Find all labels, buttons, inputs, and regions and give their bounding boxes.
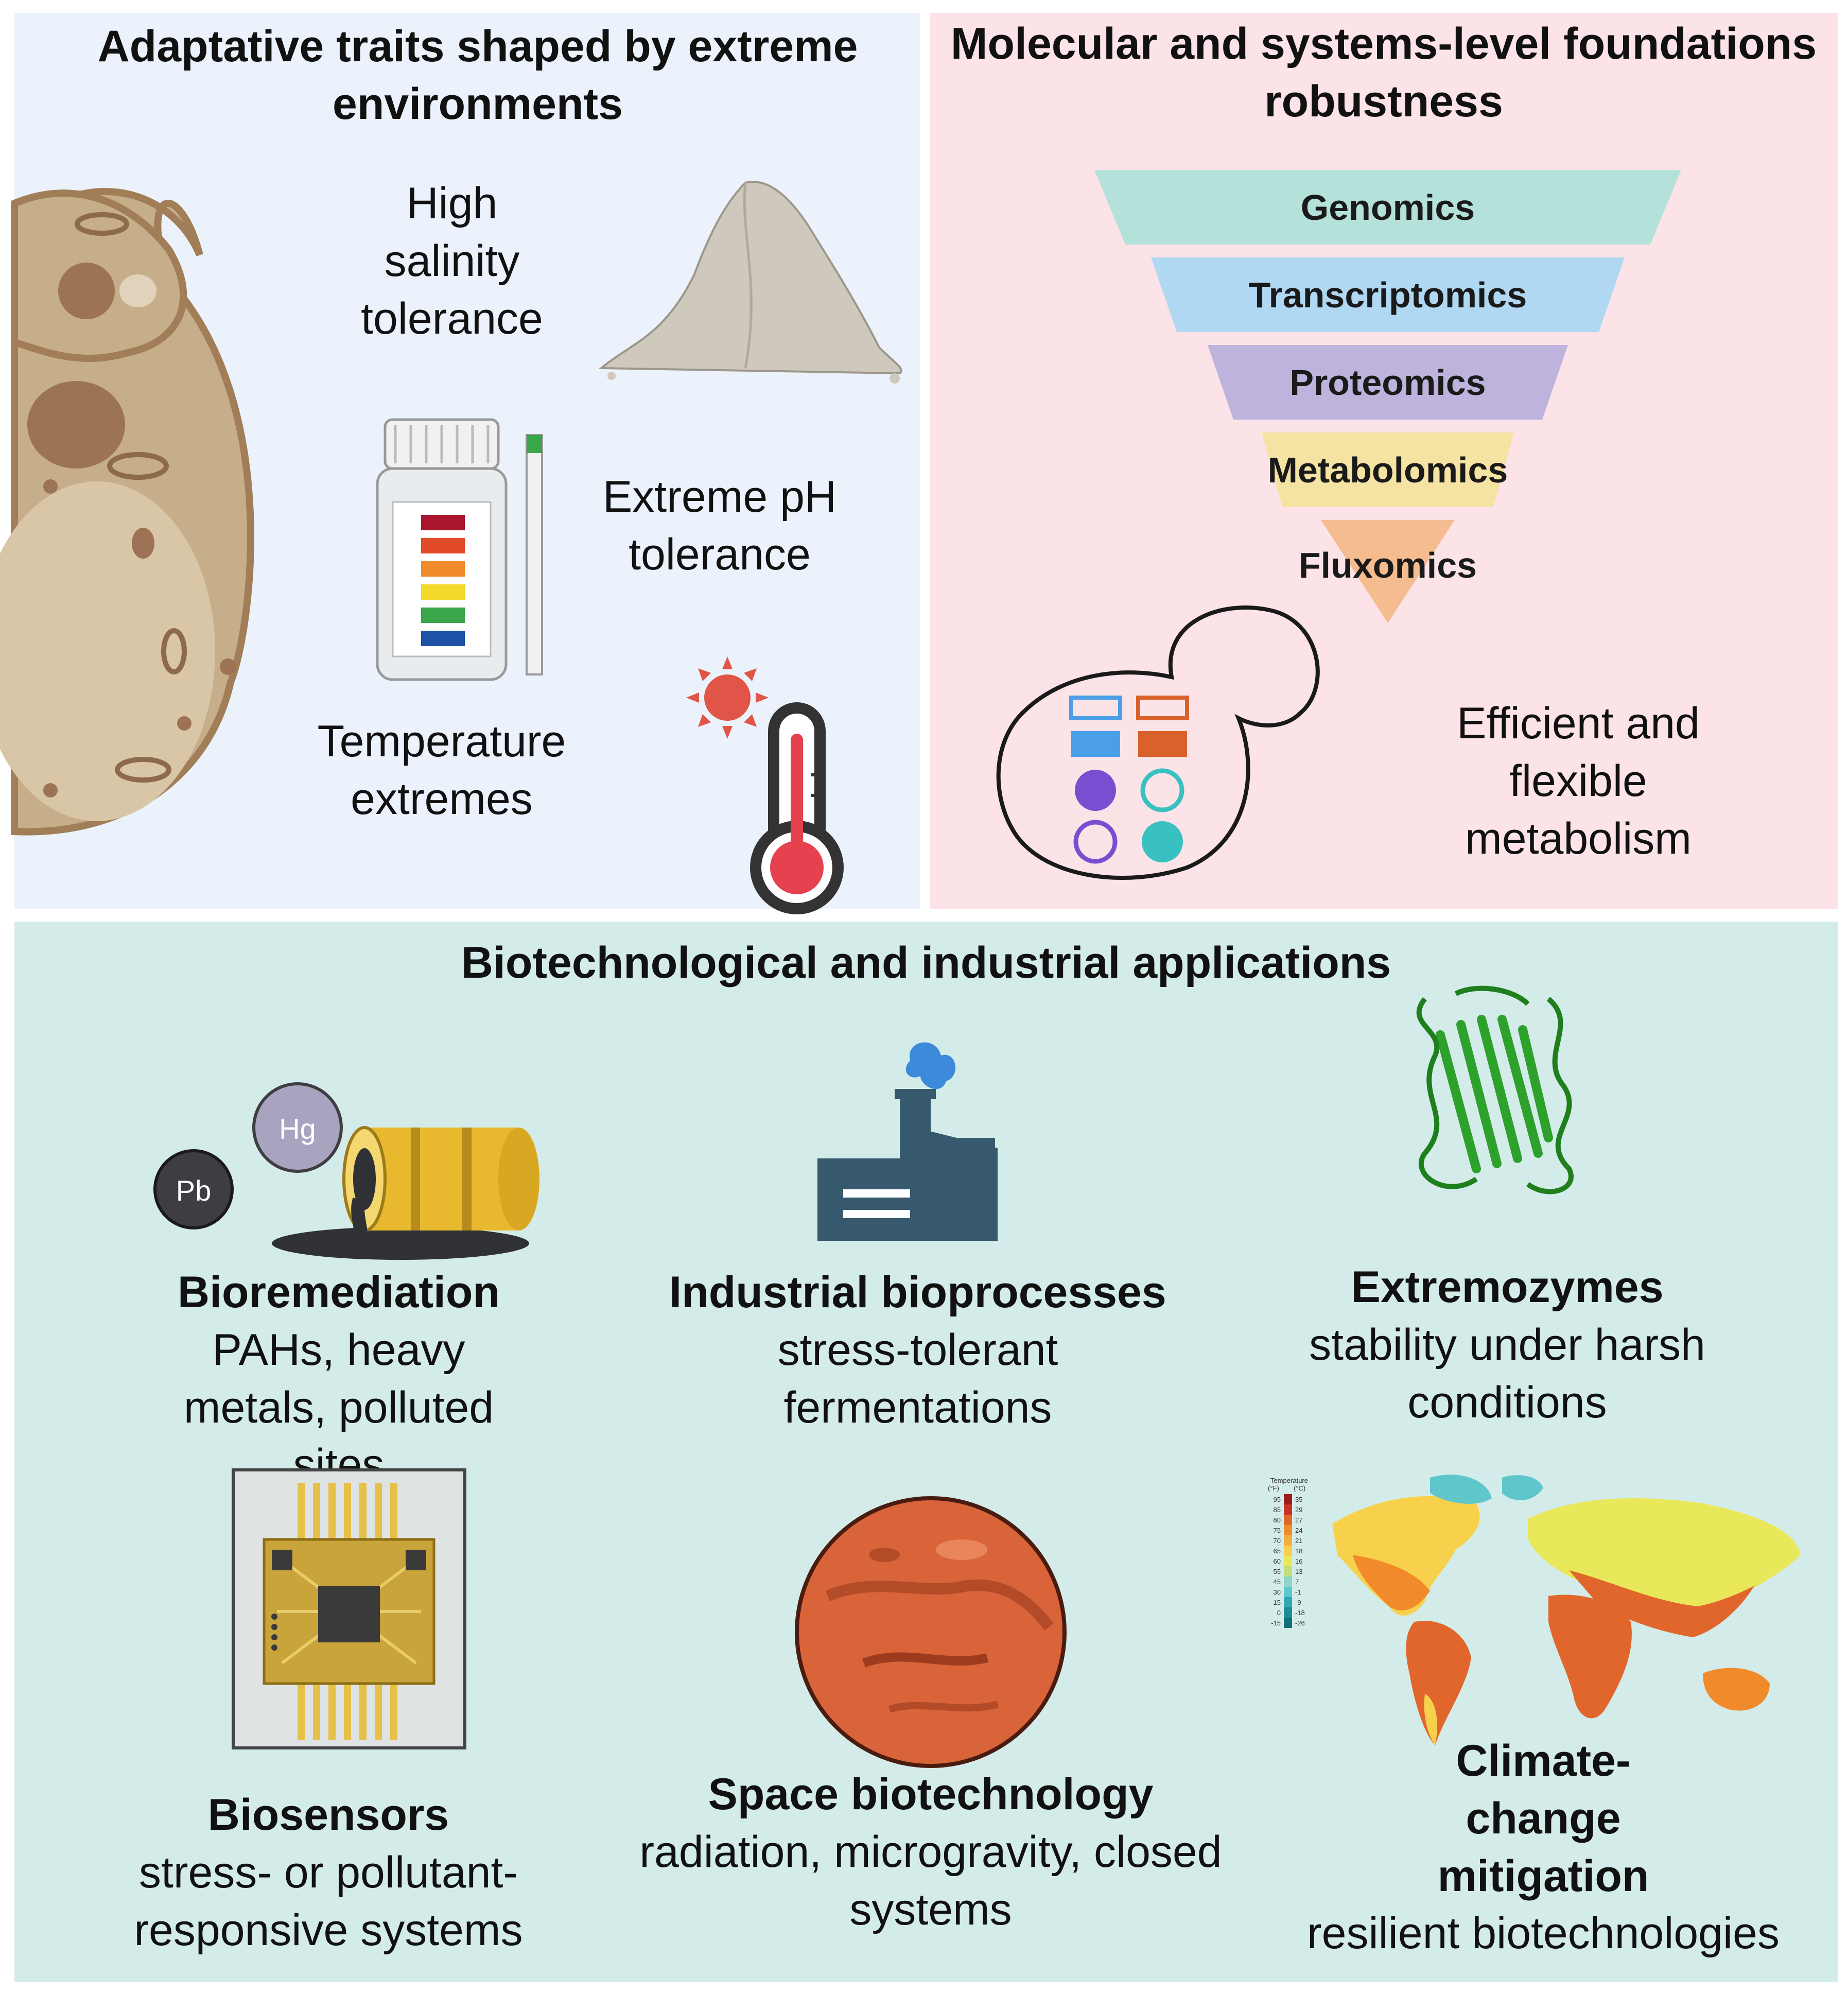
ph-test-strip-bottle-icon [376, 418, 543, 681]
applications-title: Biotechnological and industrial applicat… [461, 938, 1391, 987]
oil-barrel-heavy-metals-icon: Pb Hg [153, 1082, 539, 1260]
legend-f-value: 55 [1274, 1568, 1281, 1575]
map-legend-unit-f: (°F) [1268, 1484, 1279, 1492]
extremozymes-heading: Extremozymes [1351, 1262, 1664, 1312]
industrial-heading: Industrial bioprocesses [669, 1268, 1166, 1317]
legend-swatch [1284, 1607, 1292, 1618]
legend-f-value: 70 [1274, 1537, 1281, 1545]
legend-c-value: 24 [1295, 1527, 1302, 1534]
legend-f-value: 80 [1274, 1516, 1281, 1524]
legend-f-value: 30 [1274, 1588, 1281, 1596]
legend-c-value: -18 [1295, 1609, 1305, 1617]
protein-structure-icon [1416, 985, 1574, 1194]
biosensors-block: Biosensors stress- or pollutant-responsi… [107, 1787, 550, 1959]
cell-metabolites-icon [996, 605, 1320, 880]
ph-label: Extreme pH tolerance [602, 472, 837, 579]
omics-transcriptomics-label: Transcriptomics [1249, 275, 1527, 315]
salinity-label: High salinity tolerance [361, 179, 543, 343]
legend-swatch [1284, 1597, 1292, 1607]
funnel-layer-metabolomics [1262, 432, 1514, 507]
legend-f-value: 45 [1274, 1578, 1281, 1586]
biosensor-chip-icon [232, 1468, 466, 1749]
legend-swatch [1284, 1576, 1292, 1587]
adaptive-traits-title: Adaptative traits shaped by extreme envi… [97, 22, 858, 129]
legend-swatch [1284, 1556, 1292, 1566]
hg-label: Hg [279, 1113, 316, 1145]
legend-c-value: -26 [1295, 1619, 1305, 1627]
legend-c-value: 7 [1295, 1578, 1299, 1586]
extremozymes-sub: stability under harsh conditions [1309, 1320, 1705, 1427]
yeast-cell-icon [0, 188, 254, 836]
molecular-foundations-panel: Molecular and systems-level foundations … [930, 13, 1838, 909]
legend-c-value: 13 [1295, 1568, 1302, 1575]
legend-swatch [1284, 1546, 1292, 1556]
omics-metabolomics-label: Metabolomics [1268, 450, 1508, 490]
thermometer-sun-icon [686, 656, 844, 914]
bioremediation-block: Bioremediation PAHs, heavy metals, pollu… [92, 1264, 586, 1494]
extremozymes-block: Extremozymes stability under harsh condi… [1270, 1259, 1744, 1431]
legend-c-value: 35 [1295, 1496, 1302, 1503]
legend-f-value: 60 [1274, 1557, 1281, 1565]
map-legend-title: Temperature [1270, 1477, 1308, 1484]
climate-block: Climate-change mitigation resilient biot… [1270, 1732, 1816, 1963]
funnel-layer-proteomics [1208, 345, 1568, 420]
legend-f-value: 75 [1274, 1527, 1281, 1534]
salt-pile-icon [598, 181, 902, 384]
funnel-layer-transcriptomics [1151, 257, 1625, 332]
funnel-layer-fluxomics [1321, 520, 1455, 623]
legend-swatch [1284, 1587, 1292, 1597]
legend-f-value: 15 [1274, 1599, 1281, 1606]
legend-f-value: -15 [1271, 1619, 1281, 1627]
molecular-foundations-title: Molecular and systems-level foundations … [950, 19, 1817, 126]
omics-proteomics-label: Proteomics [1289, 362, 1486, 403]
biosensors-heading: Biosensors [207, 1790, 449, 1840]
legend-f-value: 0 [1277, 1609, 1281, 1617]
legend-c-value: 16 [1295, 1557, 1302, 1565]
industrial-sub: stress-tolerant fermentations [777, 1325, 1058, 1432]
climate-heading: Climate-change mitigation [1437, 1736, 1649, 1901]
funnel-layer-genomics [1094, 170, 1681, 245]
legend-swatch [1284, 1515, 1292, 1525]
legend-c-value: 18 [1295, 1547, 1302, 1555]
map-legend-unit-c: (°C) [1294, 1484, 1305, 1492]
applications-panel: Biotechnological and industrial applicat… [14, 922, 1838, 1982]
legend-f-value: 85 [1274, 1506, 1281, 1514]
legend-f-value: 95 [1274, 1496, 1281, 1503]
space-block: Space biotechnology radiation, micrograv… [612, 1766, 1250, 1938]
climate-sub: resilient biotechnologies [1307, 1909, 1780, 1959]
metabolism-label: Efficient and flexible metabolism [1457, 699, 1700, 863]
legend-c-value: -9 [1295, 1599, 1301, 1606]
pb-label: Pb [176, 1174, 212, 1207]
biosensors-sub: stress- or pollutant-responsive systems [134, 1847, 523, 1955]
industrial-block: Industrial bioprocesses stress-tolerant … [648, 1264, 1188, 1436]
legend-swatch [1284, 1566, 1292, 1576]
adaptive-traits-panel: Adaptative traits shaped by extreme envi… [0, 13, 920, 914]
space-sub: radiation, microgravity, closed systems [639, 1827, 1222, 1934]
legend-swatch [1284, 1494, 1292, 1504]
legend-c-value: 29 [1295, 1506, 1302, 1514]
omics-funnel: Genomics Transcriptomics Proteomics Meta… [1094, 170, 1681, 623]
legend-c-value: 21 [1295, 1537, 1302, 1545]
space-heading: Space biotechnology [708, 1770, 1154, 1819]
mars-planet-icon [795, 1496, 1067, 1768]
temperature-label: Temperature extremes [317, 717, 566, 824]
bioremediation-heading: Bioremediation [178, 1268, 500, 1317]
legend-c-value: 27 [1295, 1516, 1302, 1524]
legend-c-value: -1 [1295, 1588, 1301, 1596]
legend-swatch [1284, 1504, 1292, 1515]
factory-icon [817, 1042, 998, 1241]
omics-genomics-label: Genomics [1301, 187, 1475, 228]
legend-f-value: 65 [1274, 1547, 1281, 1555]
legend-swatch [1284, 1535, 1292, 1546]
legend-swatch [1284, 1618, 1292, 1628]
omics-fluxomics-label: Fluxomics [1299, 545, 1477, 585]
legend-swatch [1284, 1525, 1292, 1535]
